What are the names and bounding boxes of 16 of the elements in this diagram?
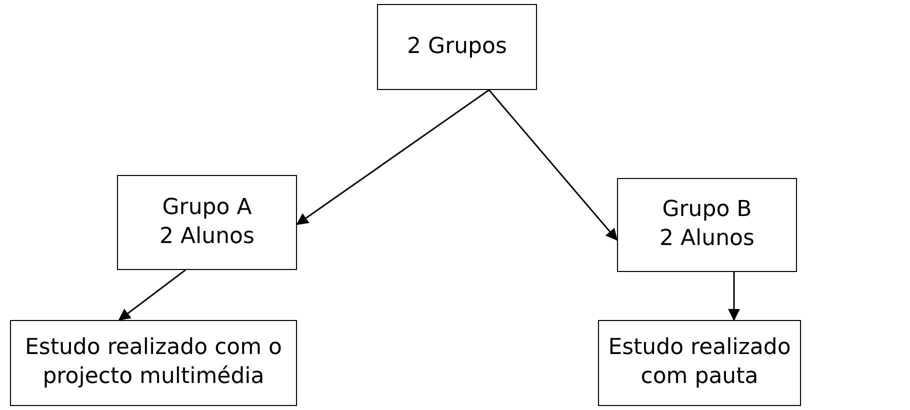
node-text: Estudo realizado com o projecto multimédia <box>24 334 284 391</box>
study-box <box>10 320 297 406</box>
group-box <box>117 175 297 270</box>
study-box <box>598 320 801 406</box>
group-box <box>617 178 797 272</box>
node-text: Estudo realizado com pauta <box>607 334 792 391</box>
arrow <box>728 272 740 321</box>
group-box <box>377 4 537 90</box>
arrow <box>296 89 490 226</box>
node-text: 2 Grupos <box>407 32 507 61</box>
node-text: Grupo A <box>162 194 252 222</box>
node-text: 2 Alunos <box>160 222 254 250</box>
arrow <box>118 269 186 321</box>
node-text: 2 Alunos <box>660 225 754 253</box>
arrow <box>488 90 618 241</box>
node-text: Grupo B <box>662 196 752 224</box>
